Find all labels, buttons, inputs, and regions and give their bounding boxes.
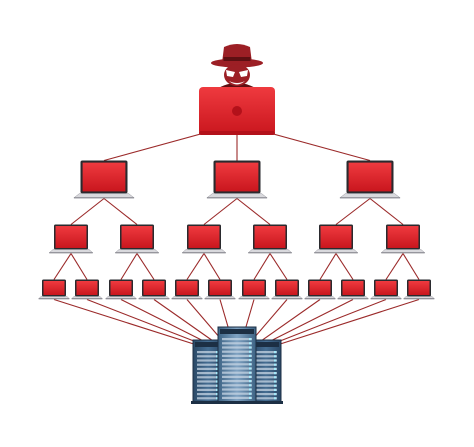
- connector-line: [186, 253, 205, 280]
- laptop-icon: [71, 279, 103, 300]
- connector-line: [153, 299, 221, 347]
- connector-line: [269, 253, 288, 280]
- laptop-icon: [171, 279, 203, 300]
- laptop-icon: [73, 160, 135, 199]
- connector-line: [103, 198, 138, 225]
- connector-line: [402, 253, 420, 280]
- connector-line: [203, 198, 238, 225]
- connection-lines: [53, 123, 420, 347]
- network-nodes: [38, 44, 435, 404]
- laptop-icon: [337, 279, 369, 300]
- laptop-icon: [370, 279, 402, 300]
- laptop-icon: [204, 279, 236, 300]
- connector-line: [236, 198, 271, 225]
- laptop-icon: [271, 279, 303, 300]
- laptop-icon: [114, 224, 160, 254]
- connector-line: [260, 299, 354, 347]
- connector-line: [385, 253, 404, 280]
- connector-line: [53, 253, 72, 280]
- connector-line: [369, 198, 404, 225]
- connector-line: [267, 298, 387, 347]
- laptop-icon: [304, 279, 336, 300]
- connector-line: [203, 253, 221, 280]
- laptop-icon: [199, 87, 275, 135]
- server-rack-icon: [191, 326, 283, 404]
- laptop-icon: [105, 279, 137, 300]
- laptop-icon: [403, 279, 435, 300]
- connector-line: [53, 298, 201, 347]
- connector-line: [319, 253, 337, 280]
- laptop-icon: [138, 279, 170, 300]
- laptop-icon: [206, 160, 268, 199]
- laptop-icon: [339, 160, 401, 199]
- connector-line: [335, 253, 354, 280]
- laptop-icon: [238, 279, 270, 300]
- laptop-icon: [380, 224, 426, 254]
- connector-line: [70, 253, 88, 280]
- laptop-icon: [313, 224, 359, 254]
- laptop-icon: [48, 224, 94, 254]
- laptop-icon: [247, 224, 293, 254]
- laptop-icon: [181, 224, 227, 254]
- connector-line: [136, 253, 155, 280]
- connector-line: [86, 298, 207, 347]
- laptop-icon: [38, 279, 70, 300]
- connector-line: [253, 253, 271, 280]
- connector-line: [70, 198, 105, 225]
- connector-line: [273, 298, 420, 347]
- connector-line: [335, 198, 371, 225]
- connector-line: [120, 299, 214, 347]
- connector-line: [120, 253, 138, 280]
- connector-line: [253, 299, 321, 347]
